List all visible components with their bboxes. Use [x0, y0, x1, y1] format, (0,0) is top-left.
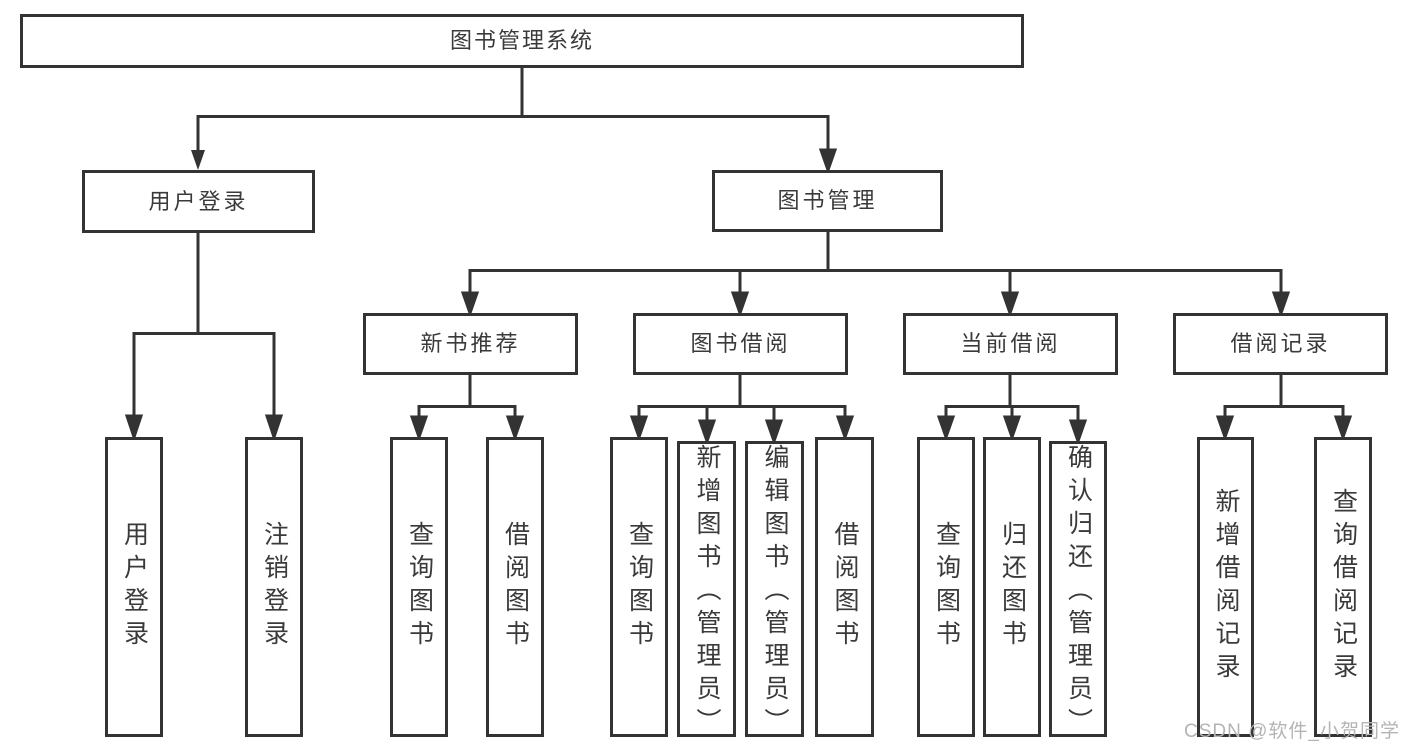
node-leaf-confirm-return-admin: 确认归还（管理员） [1049, 441, 1107, 741]
node-leaf-query-borrow-record: 查询借阅记录 [1314, 437, 1372, 737]
node-leaf-edit-books-admin: 编辑图书（管理员） [745, 441, 804, 741]
node-leaf-query-books-2: 查询图书 [610, 437, 668, 737]
node-leaf-borrow-books-1: 借阅图书 [486, 437, 544, 737]
node-leaf-add-borrow-record: 新增借阅记录 [1197, 437, 1254, 737]
node-leaf-user-login: 用户登录 [105, 437, 163, 737]
node-book-management: 图书管理 [712, 170, 943, 232]
node-leaf-logout: 注销登录 [245, 437, 303, 737]
node-library-management-system: 图书管理系统 [20, 14, 1024, 68]
csdn-watermark: CSDN @软件_小贺同学 [1184, 721, 1400, 742]
node-new-book-recommendation: 新书推荐 [363, 313, 578, 375]
node-book-borrowing: 图书借阅 [633, 313, 848, 375]
node-leaf-query-books-1: 查询图书 [390, 437, 448, 737]
node-leaf-query-books-3: 查询图书 [917, 437, 975, 737]
node-leaf-return-books: 归还图书 [983, 437, 1041, 737]
node-current-borrowing: 当前借阅 [903, 313, 1118, 375]
node-leaf-borrow-books-2: 借阅图书 [815, 437, 874, 737]
node-leaf-add-books-admin: 新增图书（管理员） [677, 441, 736, 741]
node-borrowing-records: 借阅记录 [1173, 313, 1388, 375]
node-user-login-group: 用户登录 [82, 170, 315, 233]
